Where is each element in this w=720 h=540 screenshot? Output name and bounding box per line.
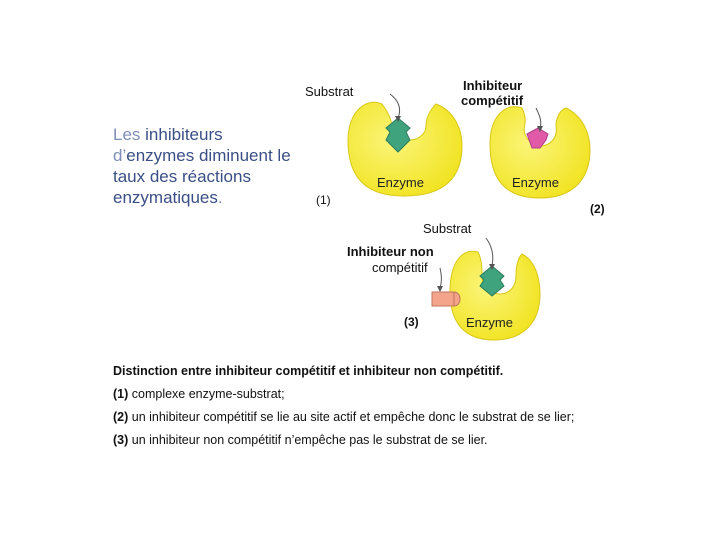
arrow-head-4 bbox=[437, 286, 443, 292]
caption-num-3: (3) bbox=[113, 433, 128, 447]
label-num-2: (2) bbox=[590, 202, 605, 217]
arrow-substrat-3 bbox=[486, 238, 493, 266]
caption-title: Distinction entre inhibiteur compétitif … bbox=[113, 364, 713, 379]
enzyme-label-3: Enzyme bbox=[466, 315, 513, 330]
caption: Distinction entre inhibiteur compétitif … bbox=[113, 364, 713, 456]
caption-num-1: (1) bbox=[113, 387, 128, 401]
caption-item-1: (1) complexe enzyme-substrat; bbox=[113, 387, 713, 402]
arrow-inhibitor-2 bbox=[536, 108, 541, 128]
caption-item-3: (3) un inhibiteur non compétitif n’empêc… bbox=[113, 433, 713, 448]
arrow-inhibitor-3 bbox=[440, 268, 442, 288]
caption-text-3: un inhibiteur non compétitif n’empêche p… bbox=[128, 433, 487, 447]
caption-num-2: (2) bbox=[113, 410, 128, 424]
inhibitor-noncompetitive bbox=[432, 292, 460, 306]
label-substrat-mid: Substrat bbox=[423, 221, 471, 236]
arrow-substrat-1 bbox=[390, 94, 400, 118]
label-inhibiteur-competitif-2: compétitif bbox=[461, 93, 523, 108]
label-num-3: (3) bbox=[404, 315, 419, 330]
label-inhibiteur-noncompetitif-1: Inhibiteur non bbox=[347, 244, 434, 259]
enzyme-label-2: Enzyme bbox=[512, 175, 559, 190]
enzyme-1: Enzyme bbox=[348, 102, 462, 196]
label-inhibiteur-competitif-1: Inhibiteur bbox=[463, 78, 522, 93]
caption-text-1: complexe enzyme-substrat; bbox=[128, 387, 284, 401]
caption-item-2: (2) un inhibiteur compétitif se lie au s… bbox=[113, 410, 713, 425]
label-inhibiteur-noncompetitif-2: compétitif bbox=[372, 260, 428, 275]
label-substrat-top: Substrat bbox=[305, 84, 353, 99]
enzyme-label-1: Enzyme bbox=[377, 175, 424, 190]
caption-text-2: un inhibiteur compétitif se lie au site … bbox=[128, 410, 574, 424]
label-num-1: (1) bbox=[316, 193, 331, 208]
enzyme-3: Enzyme bbox=[450, 251, 540, 340]
